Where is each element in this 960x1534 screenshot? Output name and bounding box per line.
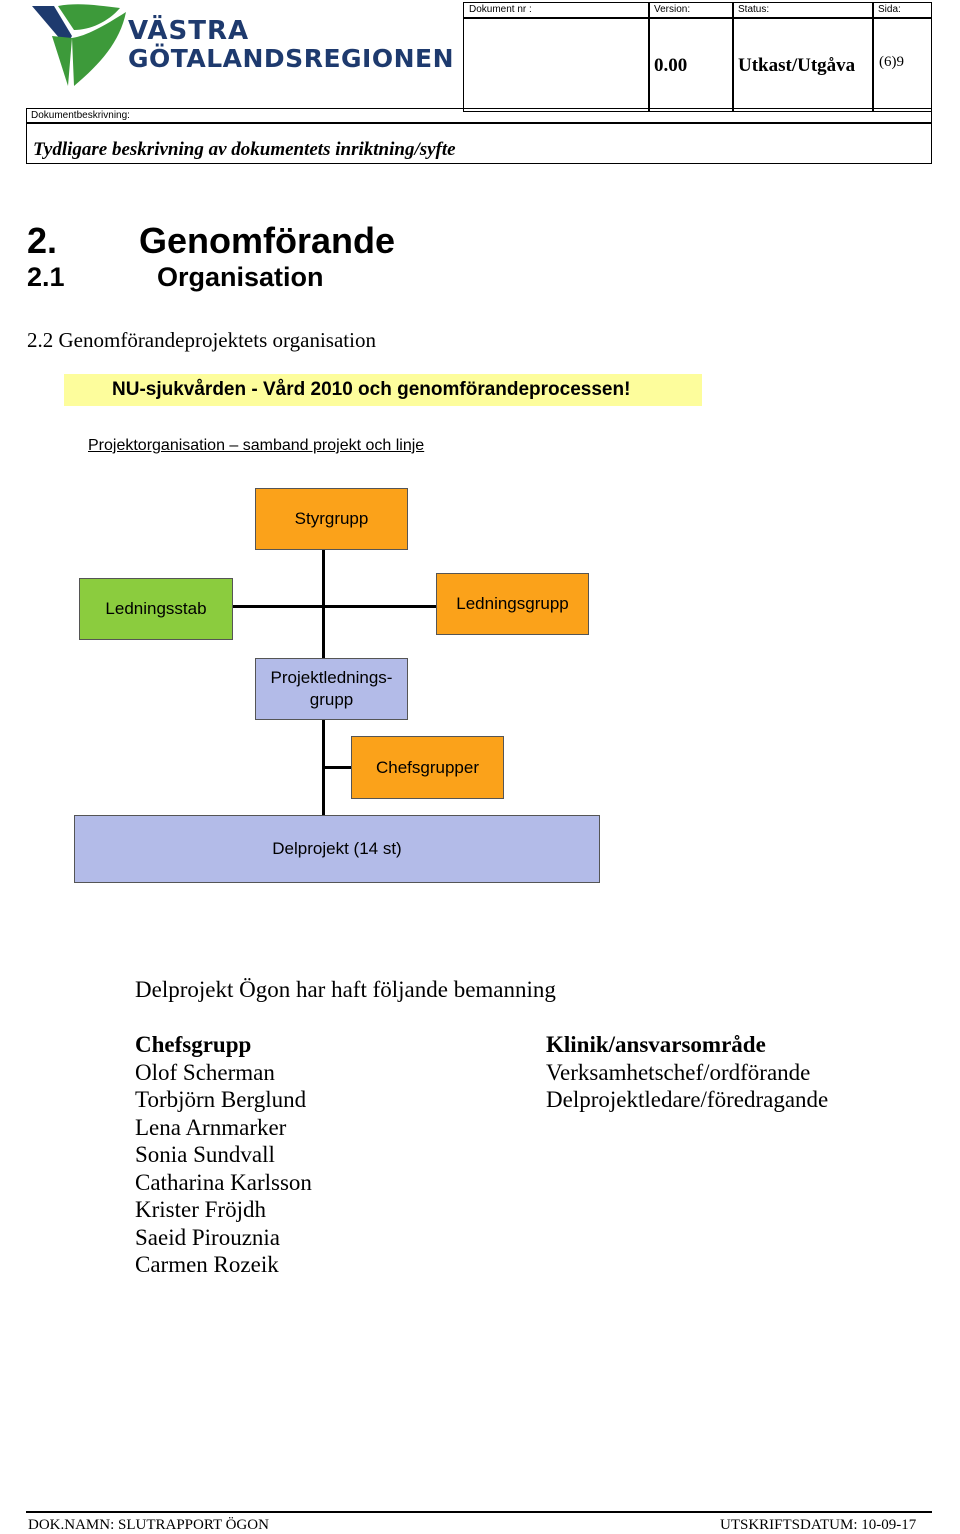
description-value: Tydligare beskrivning av dokumentets inr… bbox=[33, 139, 456, 160]
description-box bbox=[26, 108, 932, 164]
connector-line-horizontal bbox=[232, 605, 437, 608]
org-node-projektledningsgrupp: Projektlednings- grupp bbox=[255, 658, 408, 720]
list-item: Sonia Sundvall bbox=[135, 1142, 275, 1167]
section-title: Genomförande bbox=[139, 220, 396, 261]
list-item: Lena Arnmarker bbox=[135, 1114, 287, 1140]
column-header-chefsgrupp: Chefsgrupp bbox=[135, 1032, 252, 1057]
staffing-intro: Delprojekt Ögon har haft följande bemann… bbox=[135, 977, 556, 1002]
org-node-label: Ledningsstab bbox=[105, 599, 207, 618]
org-node-label-line1: Projektlednings- bbox=[270, 668, 393, 687]
org-node-ledningsgrupp: Ledningsgrupp bbox=[436, 573, 589, 635]
header-divider bbox=[732, 2, 734, 112]
list-item: Catharina Karlsson bbox=[135, 1169, 312, 1195]
list-item: Torbjörn Berglund bbox=[135, 1087, 307, 1112]
header-metadata-box bbox=[463, 2, 932, 112]
org-chart-title: Projektorganisation – samband projekt oc… bbox=[88, 437, 425, 454]
list-item: Krister Fröjdh bbox=[135, 1197, 266, 1222]
org-node-label: Chefsgrupper bbox=[375, 757, 479, 777]
page-label: Sida: bbox=[878, 4, 901, 15]
staffing-roles-column: Klinik/ansvarsområde Verksamhetschef/ord… bbox=[546, 1031, 946, 1114]
org-node-styrgrupp: Styrgrupp bbox=[255, 488, 408, 550]
org-node-label: Ledningsgrupp bbox=[456, 594, 569, 613]
list-item: Saeid Pirouznia bbox=[135, 1224, 280, 1250]
highlight-banner: NU-sjukvården - Vård 2010 och genomföran… bbox=[64, 374, 702, 406]
list-item: Delprojektledare/föredragande bbox=[546, 1087, 829, 1112]
description-label: Dokumentbeskrivning: bbox=[31, 110, 130, 121]
organization-logo: VÄSTRA GÖTALANDSREGIONEN bbox=[28, 2, 458, 102]
page-value: (6)9 bbox=[879, 54, 904, 70]
description-divider bbox=[26, 122, 932, 124]
doc-nr-label: Dokument nr : bbox=[469, 4, 532, 15]
banner-text: NU-sjukvården - Vård 2010 och genomföran… bbox=[112, 379, 631, 400]
list-item: Carmen Rozeik bbox=[135, 1252, 279, 1277]
subsection-heading-2-2: 2.2 Genomförandeprojektets organisation bbox=[27, 328, 376, 352]
footer-rule bbox=[26, 1511, 932, 1513]
logo-text-line2: GÖTALANDSREGIONEN bbox=[128, 44, 455, 73]
version-value: 0.00 bbox=[654, 55, 688, 76]
subsection-title: Organisation bbox=[157, 262, 324, 292]
header-divider bbox=[872, 2, 874, 112]
footer-doc-name: DOK.NAMN: SLUTRAPPORT ÖGON bbox=[28, 1517, 269, 1533]
logo-mark-icon bbox=[32, 4, 126, 86]
status-label: Status: bbox=[738, 4, 770, 15]
list-item: Olof Scherman bbox=[135, 1059, 275, 1085]
org-node-ledningsstab: Ledningsstab bbox=[79, 578, 233, 640]
header-divider bbox=[463, 17, 932, 19]
logo-text-line1: VÄSTRA bbox=[128, 16, 250, 46]
list-item: Verksamhetschef/ordförande bbox=[546, 1059, 811, 1085]
org-node-label: Delprojekt (14 st) bbox=[272, 839, 402, 858]
staffing-names-column: Chefsgrupp Olof Scherman Torbjörn Berglu… bbox=[135, 1031, 535, 1279]
subsection-number: 2.1 bbox=[27, 262, 65, 292]
column-header-klinik: Klinik/ansvarsområde bbox=[546, 1032, 766, 1057]
org-node-chefsgrupper: Chefsgrupper bbox=[351, 736, 504, 799]
org-node-delprojekt: Delprojekt (14 st) bbox=[74, 815, 600, 883]
connector-line-chefsgrupper bbox=[322, 766, 352, 769]
org-node-label: Styrgrupp bbox=[294, 509, 369, 528]
footer-print-date: UTSKRIFTSDATUM: 10-09-17 bbox=[720, 1517, 917, 1533]
org-node-label-line2: grupp bbox=[309, 690, 354, 709]
status-value: Utkast/Utgåva bbox=[738, 55, 856, 76]
section-number: 2. bbox=[27, 220, 58, 261]
version-label: Version: bbox=[654, 4, 691, 15]
header-divider bbox=[648, 2, 650, 112]
